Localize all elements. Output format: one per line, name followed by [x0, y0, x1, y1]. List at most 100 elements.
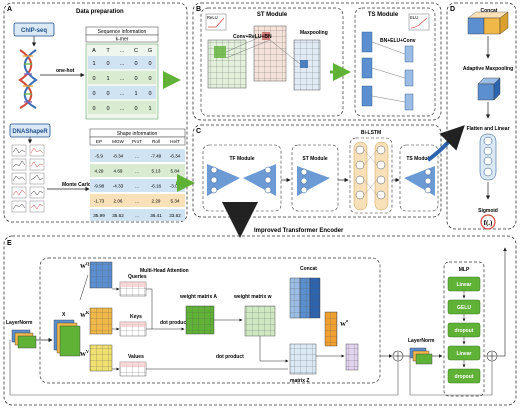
svg-text:C: C: [134, 48, 138, 54]
svg-text:W: W: [80, 264, 86, 270]
sigmoid-function-label: f(.): [484, 219, 493, 227]
layernorm1-stack: [11, 329, 37, 349]
st-network-icon: [297, 166, 330, 196]
svg-text:...: ...: [135, 169, 139, 174]
svg-text:0: 0: [106, 91, 109, 97]
wk-matrix: W K: [80, 307, 113, 335]
svg-text:0: 0: [106, 61, 109, 67]
panel-a-letter: A: [7, 6, 12, 13]
svg-text:...: ...: [135, 154, 139, 159]
ts-network-icon: [404, 166, 435, 196]
svg-text:-5.9: -5.9: [95, 154, 103, 159]
svg-text:Roll: Roll: [152, 139, 160, 144]
dot-product-2-label: dot product: [216, 354, 244, 360]
shape-info-label: Shape information: [117, 131, 158, 137]
queries-label: Queries: [128, 274, 147, 280]
svg-text:-6.16: -6.16: [151, 184, 162, 189]
panel-c-letter: C: [196, 128, 201, 135]
dnashaper-label: DNAShapeR: [12, 129, 48, 135]
wo-matrix: W o: [324, 311, 348, 347]
concat-label: Concat: [481, 8, 498, 14]
svg-text:W: W: [340, 322, 346, 328]
panel-c: C TF Module ST Module Bi-LSTM: [192, 124, 465, 218]
weight-matrix-w-label: weight matrix w: [233, 294, 272, 300]
ts-feature-maps: [361, 31, 414, 111]
svg-text:0: 0: [134, 61, 137, 67]
concat-cube: [467, 11, 509, 35]
svg-text:...: ...: [120, 106, 125, 112]
svg-text:GELU: GELU: [457, 305, 471, 311]
layernorm2-stack: [409, 347, 433, 365]
sigmoid-function-icon: [480, 214, 496, 230]
svg-text:W: W: [80, 313, 86, 319]
svg-text:ProT: ProT: [132, 139, 142, 144]
monte-carlo-label: Monte Carlo: [62, 182, 91, 188]
x-label: X: [62, 312, 66, 318]
mlp-dropout-2: [447, 368, 481, 384]
svg-text:35.62: 35.62: [112, 213, 124, 218]
dot-product-1-label: dot product: [160, 320, 188, 326]
svg-text:1: 1: [92, 61, 95, 67]
svg-text:-1.73: -1.73: [94, 199, 105, 204]
svg-text:0: 0: [92, 106, 95, 112]
mha-box: [39, 257, 381, 384]
wv-matrix: W V: [80, 344, 113, 372]
elu-plot: [408, 13, 430, 31]
bilstm-cells: [353, 141, 389, 211]
x-matrix: [53, 319, 81, 357]
svg-text:5.34: 5.34: [171, 199, 180, 204]
panel-b-letter: B: [196, 6, 201, 13]
panel-e: E LayerNorm Multi-Head Attention X W Q: [3, 235, 517, 406]
svg-text:...: ...: [120, 48, 125, 54]
k-mer-label: k-mer: [116, 37, 129, 43]
mlp-box: [443, 261, 485, 397]
svg-text:0: 0: [148, 76, 151, 82]
panel-a-title: Data preparation: [76, 9, 124, 15]
layernorm1-label: LayerNorm: [6, 320, 33, 326]
svg-text:35.99: 35.99: [93, 213, 105, 218]
linear-neurons: [479, 133, 497, 181]
dna-helix-icon: [18, 49, 38, 109]
st-module-title: ST Module: [257, 12, 288, 18]
svg-text:ReLU: ReLU: [207, 15, 218, 20]
svg-text:W: W: [80, 352, 86, 358]
svg-text:...: ...: [120, 61, 125, 67]
svg-text:0: 0: [92, 91, 95, 97]
ts-module-title: TS Module: [368, 12, 399, 18]
svg-text:2.06: 2.06: [114, 199, 123, 204]
svg-text:-9.98: -9.98: [94, 184, 105, 189]
chip-seq-label: ChIP-seq: [21, 28, 47, 34]
conv-label: Conv+ReLU+BN: [233, 34, 272, 40]
panel-d: D Concat Adaptive Maxpooling Flatten and…: [446, 2, 517, 230]
svg-text:33.62: 33.62: [169, 213, 181, 218]
svg-text:...: ...: [135, 184, 139, 189]
svg-text:-7.49: -7.49: [151, 154, 162, 159]
matrix-z: matrix Z: [289, 343, 317, 384]
svg-text:5.13: 5.13: [152, 169, 161, 174]
pool-cube: [477, 77, 501, 101]
svg-text:0: 0: [92, 76, 95, 82]
maxpool-label: Maxpooling: [300, 30, 328, 36]
svg-text:1: 1: [148, 106, 151, 112]
svg-text:G: G: [148, 48, 152, 54]
layernorm2-label: LayerNorm: [408, 338, 435, 344]
svg-text:HelT: HelT: [170, 139, 180, 144]
shape-table: EP MGW ProT Roll HelT -5.9 -8.34 ... -7.…: [89, 136, 186, 221]
svg-text:Q: Q: [86, 261, 90, 266]
keys-label: Keys: [130, 314, 142, 320]
panel-d-letter: D: [450, 6, 455, 13]
svg-text:0: 0: [134, 76, 137, 82]
one-hot-label: one-hot: [56, 68, 75, 74]
svg-text:...: ...: [120, 91, 125, 97]
mlp-layers: Linear GELU dropout Linear dropout: [447, 276, 481, 384]
c-ts-module-label: TS Module: [406, 156, 431, 162]
svg-text:A: A: [92, 48, 96, 54]
tf-module-label: TF Module: [230, 156, 255, 162]
svg-text:Linear: Linear: [456, 282, 471, 288]
tf-network-icon: [207, 164, 276, 196]
concat-e-label: Concat: [300, 266, 317, 272]
bilstm-label: Bi-LSTM: [361, 130, 381, 136]
svg-text:...: ...: [135, 213, 139, 218]
values-label: Values: [128, 354, 144, 360]
